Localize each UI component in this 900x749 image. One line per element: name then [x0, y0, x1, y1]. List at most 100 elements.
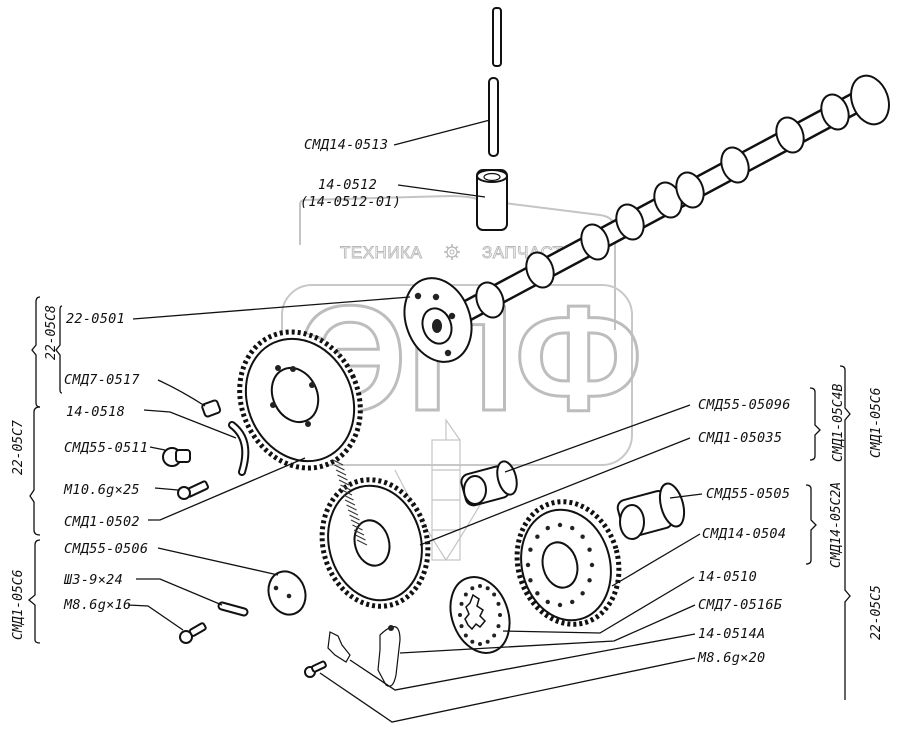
pump-gear — [514, 499, 622, 627]
hatch-line — [356, 539, 368, 546]
gear-hole — [557, 602, 563, 608]
gear-hole — [557, 522, 563, 528]
gear-icon — [444, 244, 460, 260]
label-14-0512-01: (14-0512-01) — [300, 194, 401, 210]
assembly-label-22-0505: 22-05С5 — [869, 585, 884, 640]
label-m8-6g-20: М8.6g×20 — [697, 650, 765, 666]
gear-hole — [580, 591, 585, 596]
hatch-line — [346, 504, 357, 511]
gear-hole — [587, 578, 592, 583]
label-smd1-0502: СМД1-0502 — [64, 514, 140, 530]
label-smd55-05096: СМД55-05096 — [698, 397, 791, 413]
hub-hole — [485, 639, 490, 644]
hatch-line — [355, 534, 366, 541]
label-22-0501: 22-0501 — [66, 311, 125, 327]
hatch-line — [349, 514, 360, 521]
cam-lobe — [580, 223, 610, 261]
gear-hole — [587, 547, 592, 552]
hub-hole — [459, 601, 464, 606]
camshaft — [403, 74, 890, 363]
label-smd1-05035: СМД1-05035 — [698, 430, 782, 446]
hatch-line — [350, 519, 362, 526]
assembly-label-smd1-0504b: СМД1-05С4В — [831, 384, 846, 462]
pushrod — [488, 7, 502, 157]
cam-lobe — [820, 93, 850, 131]
label-14-0518: 14-0518 — [66, 404, 125, 420]
hub-hole — [470, 639, 475, 644]
hatch-line — [340, 484, 351, 491]
label-smd7-05166: СМД7-0516Б — [698, 597, 782, 613]
hatch-line — [343, 494, 354, 501]
cam-lobe — [775, 116, 805, 154]
hatch-line — [332, 459, 344, 466]
hatch-line — [344, 499, 356, 506]
gear-hole — [528, 578, 533, 583]
cam-lobe — [720, 146, 750, 184]
hub-hole — [463, 633, 468, 638]
parts-drawing — [162, 7, 890, 687]
label-smd55-0505: СМД55-0505 — [706, 486, 790, 502]
label-smd55-0511: СМД55-0511 — [64, 440, 148, 456]
assembly-label-smd1-0506: СМД1-05С6 — [11, 569, 26, 640]
assembly-label-smd14-0502a: СМД14-05С2А — [829, 482, 844, 568]
gear-hole — [545, 525, 550, 531]
hub-hole — [496, 601, 501, 606]
cam-lobe — [615, 203, 645, 241]
hub-0510 — [449, 576, 511, 654]
hub-hole — [492, 592, 497, 597]
label-14-0514a: 14-0514А — [698, 626, 765, 642]
label-smd14-0513: СМД14-0513 — [304, 137, 388, 153]
hub-hole — [470, 586, 475, 591]
hub-hole — [485, 586, 490, 591]
label-m8-6g-16: М8.6g×16 — [63, 597, 131, 613]
cam-lobe — [475, 281, 505, 319]
gear-hole — [535, 534, 540, 539]
hatch-line — [335, 469, 347, 476]
assembly-label-22-0508: 22-05С8 — [44, 305, 59, 360]
gear-hole — [535, 591, 540, 596]
hub-hole — [492, 633, 497, 638]
gear-hole — [570, 599, 575, 605]
hub-hole — [478, 584, 482, 588]
leader-lines — [127, 119, 703, 723]
gear-hole — [589, 562, 595, 568]
label-m10-6g-25: М10.6g×25 — [63, 482, 140, 498]
bushing-05096 — [460, 460, 518, 507]
small-parts-left — [162, 399, 307, 644]
label-smd14-0504: СМД14-0504 — [702, 526, 786, 542]
hatch-line — [347, 509, 359, 516]
assembly-brackets: 22-05С8 22-05С7 СМД1-05С6 СМД1-05С4В СМД… — [11, 296, 884, 700]
assembly-label-22-0507: 22-05С7 — [11, 420, 26, 475]
hatch-line — [341, 489, 353, 496]
hub-hole — [498, 613, 502, 617]
hub-hole — [478, 642, 482, 646]
hatch-line — [338, 479, 350, 486]
hub-hole — [496, 624, 501, 629]
hatch-line — [352, 524, 363, 531]
hatch-line — [337, 474, 348, 481]
part-labels: СМД14-0513 14-0512 (14-0512-01) 22-0501 … — [63, 137, 791, 666]
tappet — [476, 169, 508, 231]
hub-hole — [459, 624, 464, 629]
gear-hole — [570, 525, 575, 531]
hatch-line — [334, 464, 345, 471]
label-smd7-0517: СМД7-0517 — [64, 372, 140, 388]
lock-plates — [304, 625, 401, 687]
assembly-label-smd1-0506-right: СМД1-05С6 — [869, 387, 884, 458]
label-14-0512: 14-0512 — [318, 177, 377, 193]
watermark-left-text: ТЕХНИКА — [340, 243, 422, 262]
cam-gear — [237, 329, 363, 471]
idler-gear — [319, 459, 431, 609]
gear-hole — [580, 534, 585, 539]
gear-hole — [545, 599, 550, 605]
label-sh3-9-24: Ш3-9×24 — [63, 572, 123, 588]
hatch-line — [353, 529, 365, 536]
hub-hole — [458, 613, 462, 617]
cam-lobe — [525, 251, 555, 289]
cam-lobe — [675, 171, 705, 209]
watermark-frame — [299, 194, 616, 330]
bushing-0505 — [616, 482, 686, 540]
gear-hole — [528, 547, 533, 552]
label-smd55-0506: СМД55-0506 — [64, 541, 148, 557]
